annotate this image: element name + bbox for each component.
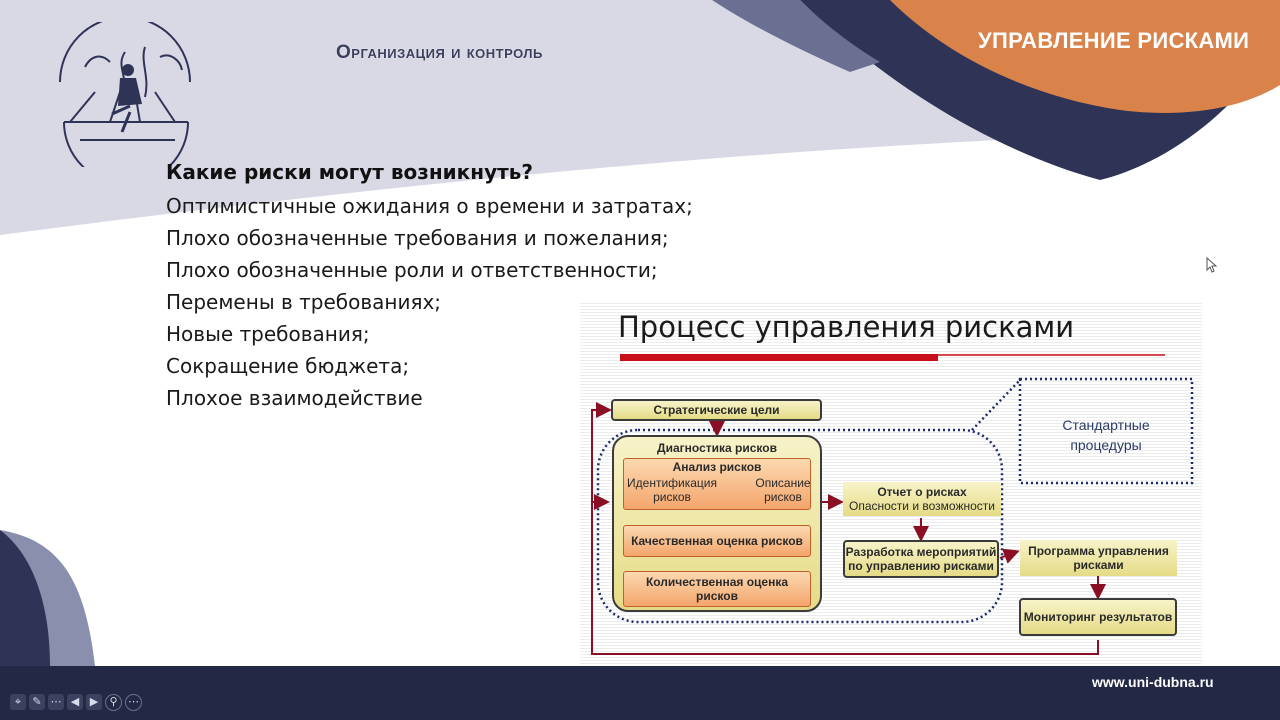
description-label: Описание рисков	[755, 476, 811, 504]
list-item: Плохо обозначенные роли и ответственност…	[166, 258, 658, 282]
report-title: Отчет о рисках	[877, 485, 967, 499]
report-subtitle: Опасности и возможности	[849, 499, 995, 513]
monitoring-box: Мониторинг результатов	[1019, 598, 1177, 636]
title-underline-red	[620, 354, 938, 361]
footer-url: www.uni-dubna.ru	[1092, 674, 1214, 690]
quantitative-box: Количественная оценка рисков	[623, 571, 811, 607]
risks-list: Оптимистичные ожидания о времени и затра…	[166, 190, 693, 414]
list-item: Плохое взаимодействие	[166, 386, 423, 410]
list-item: Новые требования;	[166, 322, 370, 346]
section-title: Организация и контроль	[336, 42, 543, 63]
list-item: Оптимистичные ожидания о времени и затра…	[166, 194, 693, 218]
identification-label: Идентификация рисков	[627, 476, 717, 504]
more-icon[interactable]: ⋯	[48, 694, 64, 710]
analysis-label: Анализ рисков	[672, 460, 762, 474]
list-item: Перемены в требованиях;	[166, 290, 442, 314]
pen-icon[interactable]: ✎	[29, 694, 45, 710]
dotted-standard-frame	[1018, 377, 1194, 485]
next-slide-icon[interactable]: ▶	[86, 694, 102, 710]
program-box: Программа управления рисками	[1020, 540, 1177, 576]
slate-arc	[712, 0, 880, 72]
diagram-title: Процесс управления рисками	[618, 310, 1075, 344]
orange-arc	[890, 0, 1280, 113]
lavender-band	[0, 0, 1000, 235]
presentation-controls: ⌖ ✎ ⋯ ◀ ▶ ⚲ ⋯	[10, 694, 142, 711]
analysis-box: Анализ рисков	[623, 458, 811, 510]
mouse-cursor-icon	[1206, 257, 1218, 273]
list-item: Плохо обозначенные требования и пожелани…	[166, 226, 669, 250]
options-icon[interactable]: ⋯	[125, 694, 142, 711]
report-box: Отчет о рисках Опасности и возможности	[843, 482, 1001, 516]
reader-figure	[118, 78, 142, 106]
university-logo	[59, 22, 191, 167]
risks-question: Какие риски могут возникнуть?	[166, 160, 533, 184]
standard-procedures-label: Стандартные процедуры	[1062, 417, 1150, 453]
footer-bar	[0, 666, 1280, 720]
measures-box: Разработка мероприятий по управлению рис…	[843, 540, 999, 578]
strategic-goals-box: Стратегические цели	[611, 399, 822, 421]
corner-title: УПРАВЛЕНИЕ РИСКАМИ	[978, 28, 1250, 53]
left-navy-shape	[0, 530, 50, 666]
list-item: Сокращение бюджета;	[166, 354, 410, 378]
zoom-icon[interactable]: ⚲	[105, 694, 122, 711]
dotted-process-frame	[596, 428, 1004, 624]
qualitative-box: Качественная оценка рисков	[623, 525, 811, 557]
pointer-icon[interactable]: ⌖	[10, 694, 26, 710]
previous-slide-icon[interactable]: ◀	[67, 694, 83, 710]
diagnostics-label: Диагностика рисков	[657, 441, 777, 455]
